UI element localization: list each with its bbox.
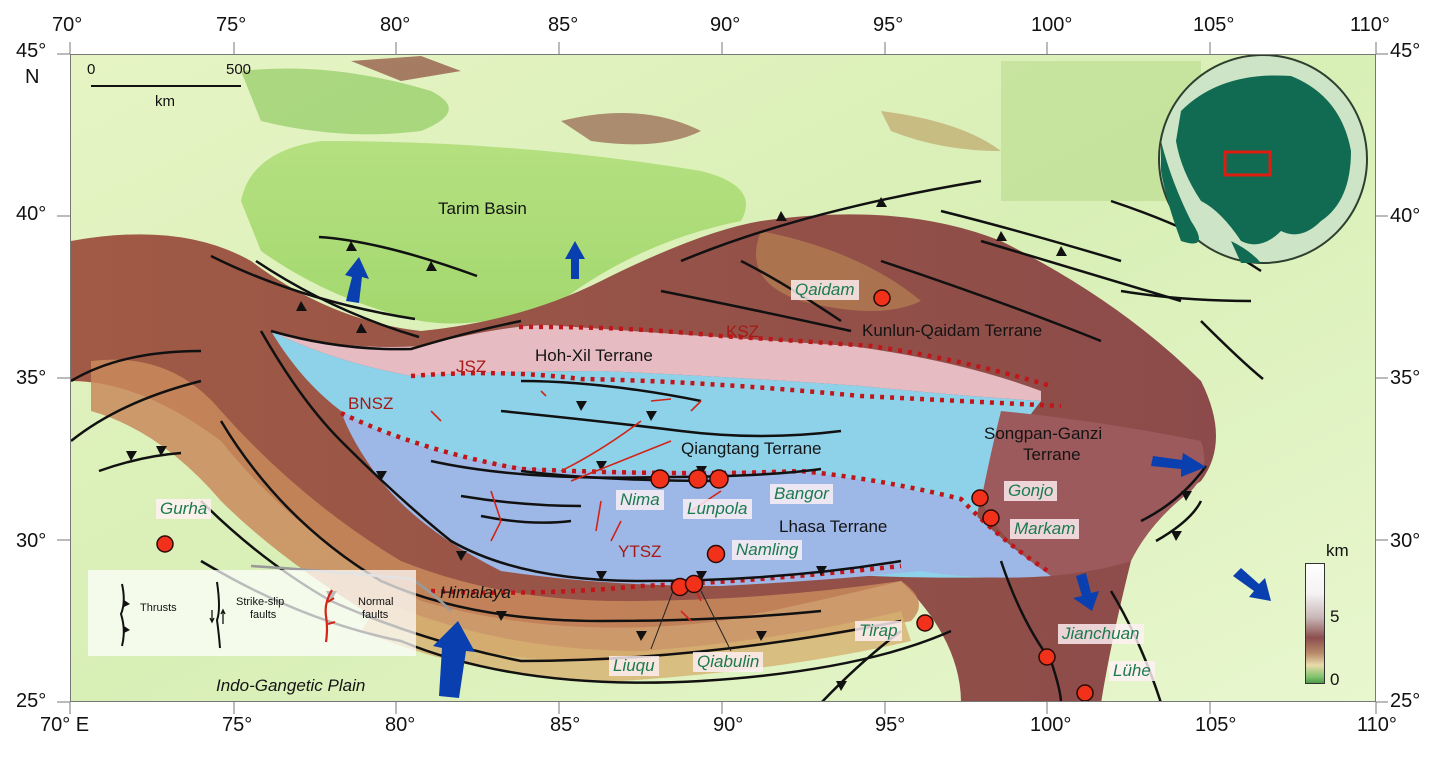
lon-tick-70e: 70° E — [40, 714, 90, 736]
legend-normal-line2: faults — [362, 609, 389, 621]
lat-tick-35: 35° — [16, 367, 47, 389]
lon-tick-105: 105° — [1195, 714, 1237, 736]
lon-tick-75: 75° — [222, 714, 253, 736]
fault-legend: Thrusts Strike-slip faults Normal faults — [88, 570, 416, 656]
lon-tick-110: 110° — [1357, 714, 1397, 736]
lat-tick-40: 40° — [16, 203, 47, 225]
lon-tick-110: 110° — [1350, 14, 1390, 36]
lat-tick-45: 45° — [16, 40, 47, 62]
lat-tick-40-right: 40° — [1390, 205, 1421, 227]
globe-inset — [1158, 55, 1368, 264]
site-label-bangor[interactable]: Bangor — [770, 484, 833, 504]
lon-tick-90: 90° — [713, 714, 744, 736]
lon-tick-105: 105° — [1193, 14, 1235, 36]
site-label-tirap[interactable]: Tirap — [855, 621, 902, 641]
label-indo-gangetic-plain: Indo-Gangetic Plain — [216, 676, 366, 695]
colorbar-tick-5: 5 — [1330, 607, 1340, 626]
legend-normal-line1: Normal — [358, 596, 394, 608]
site-label-nima[interactable]: Nima — [616, 490, 664, 510]
lat-tick-25-right: 25° — [1390, 690, 1421, 712]
site-label-lunpola[interactable]: Lunpola — [683, 499, 752, 519]
scale-bar-line — [91, 85, 241, 87]
lat-tick-25: 25° — [16, 690, 47, 712]
lon-tick-85: 85° — [550, 714, 581, 736]
lon-tick-95: 95° — [873, 14, 904, 36]
label-himalaya: Himalaya — [440, 583, 511, 602]
site-label-gurha[interactable]: Gurha — [156, 499, 212, 519]
legend-strike-slip-line1: Strike-slip — [236, 596, 285, 608]
label-songpan-ganzi: Songpan-Ganzi — [984, 424, 1103, 443]
legend-strike-slip-line2: faults — [250, 609, 277, 621]
label-songpan-terrane: Terrane — [1023, 445, 1081, 464]
strike-slip-symbol-icon — [209, 581, 226, 649]
site-label-jianchuan[interactable]: Jianchuan — [1058, 624, 1144, 644]
lat-tick-35-right: 35° — [1390, 367, 1421, 389]
lon-tick-80: 80° — [385, 714, 416, 736]
lat-tick-30: 30° — [16, 530, 47, 552]
label-jsz: JSZ — [456, 357, 487, 376]
label-hoh-xil-terrane: Hoh-Xil Terrane — [535, 346, 653, 365]
label-kunlun-qaidam-terrane: Kunlun-Qaidam Terrane — [862, 321, 1043, 340]
colorbar-unit: km — [1326, 541, 1349, 560]
elevation-colorbar — [1305, 563, 1325, 684]
label-tarim-basin: Tarim Basin — [438, 199, 527, 218]
lon-tick-95: 95° — [875, 714, 906, 736]
site-label-luhe[interactable]: Lühe — [1109, 661, 1155, 681]
lon-tick-70: 70° — [52, 14, 83, 36]
lon-tick-80: 80° — [380, 14, 411, 36]
site-label-qaidam[interactable]: Qaidam — [791, 280, 859, 300]
lon-tick-85: 85° — [548, 14, 579, 36]
sample-sites — [156, 289, 1094, 701]
lon-tick-75: 75° — [216, 14, 247, 36]
site-label-qiabulin[interactable]: Qiabulin — [693, 652, 764, 672]
label-qiangtang-terrane: Qiangtang Terrane — [681, 439, 822, 458]
lat-tick-30-right: 30° — [1390, 530, 1421, 552]
site-label-markam[interactable]: Markam — [1010, 519, 1080, 539]
normal-fault-symbol-icon — [324, 589, 336, 643]
colorbar-tick-0: 0 — [1330, 670, 1340, 689]
site-label-namling[interactable]: Namling — [732, 540, 803, 560]
scale-bar-unit: km — [155, 93, 175, 110]
lon-tick-100: 100° — [1031, 14, 1073, 36]
scale-bar-start: 0 — [87, 61, 96, 78]
lon-tick-90: 90° — [710, 14, 741, 36]
site-label-gonjo[interactable]: Gonjo — [1004, 481, 1058, 501]
scale-bar-end: 500 — [226, 61, 252, 78]
label-bnsz: BNSZ — [348, 394, 394, 413]
site-label-liuqu[interactable]: Liuqu — [609, 656, 659, 676]
north-label: N — [25, 66, 40, 88]
legend-thrusts: Thrusts — [140, 602, 177, 614]
lon-tick-100: 100° — [1030, 714, 1072, 736]
label-lhasa-terrane: Lhasa Terrane — [779, 517, 888, 536]
label-ytsz: YTSZ — [618, 542, 662, 561]
lat-tick-45-right: 45° — [1390, 40, 1421, 62]
label-ksz: KSZ — [726, 322, 760, 341]
thrust-symbol-icon — [119, 583, 130, 647]
